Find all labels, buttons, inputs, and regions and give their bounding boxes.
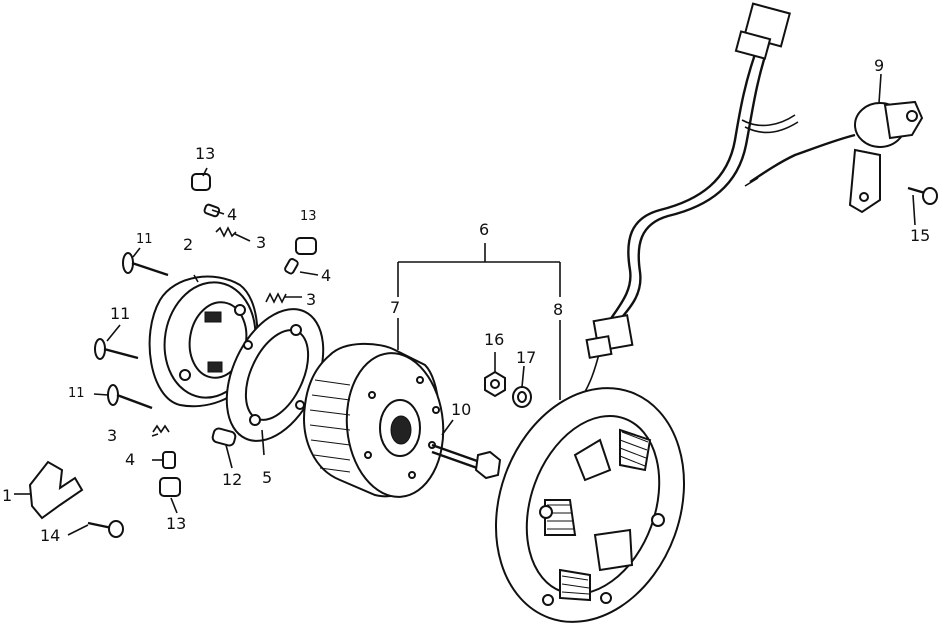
callout-14: 14	[40, 526, 61, 545]
callout-12: 12	[222, 470, 243, 489]
screw-11-upper	[122, 252, 169, 277]
callout-4-top: 4	[227, 205, 238, 224]
callout-11-middle: 11	[110, 304, 131, 323]
connector-top	[734, 2, 791, 60]
callout-4-middle: 4	[321, 266, 332, 285]
cap-13-lower	[159, 477, 181, 497]
callout-1: 1	[2, 486, 13, 505]
plate-5	[225, 308, 325, 442]
leader-lines	[14, 73, 916, 536]
callout-9: 9	[874, 56, 885, 75]
pin-4-lower	[162, 451, 176, 469]
cap-13-top	[191, 173, 211, 191]
spring-3-lower	[152, 424, 170, 434]
callout-10: 10	[451, 400, 472, 419]
screw-11-lower	[107, 384, 153, 410]
pin-4-middle	[284, 258, 299, 275]
washer-17	[512, 386, 532, 408]
wire-harness	[579, 39, 799, 401]
callout-4-lower: 4	[125, 450, 136, 469]
stator-8	[494, 387, 686, 623]
callout-2: 2	[183, 235, 194, 254]
callout-5: 5	[262, 468, 273, 487]
pulse-generator-9	[744, 100, 924, 214]
cap-13-middle	[295, 237, 317, 255]
screw-11-middle	[94, 338, 139, 360]
nut-16	[484, 370, 506, 398]
pin-4-top	[203, 203, 221, 218]
callout-3-lower: 3	[107, 426, 118, 445]
callout-3-middle: 3	[306, 290, 317, 309]
callout-17: 17	[516, 348, 537, 367]
pin-12	[211, 427, 237, 447]
callout-11-upper: 11	[136, 232, 153, 247]
callout-3-top: 3	[256, 233, 267, 252]
screw-14	[87, 520, 124, 538]
bolt-10	[431, 443, 502, 480]
callout-6: 6	[479, 220, 490, 239]
spring-3-middle	[265, 292, 287, 304]
callout-13-middle: 13	[300, 209, 317, 224]
callout-8: 8	[553, 300, 564, 319]
callout-13-top: 13	[195, 144, 216, 163]
callout-15: 15	[910, 226, 931, 245]
callout-11-lower: 11	[68, 386, 85, 401]
callout-7: 7	[390, 298, 401, 317]
callout-16: 16	[484, 330, 505, 349]
spring-3-top	[215, 226, 237, 238]
stator-assembly-7	[303, 342, 445, 498]
bracket-1	[28, 460, 84, 520]
callout-13-lower: 13	[166, 514, 187, 533]
connector-mid	[585, 314, 634, 359]
screw-15	[907, 186, 938, 205]
